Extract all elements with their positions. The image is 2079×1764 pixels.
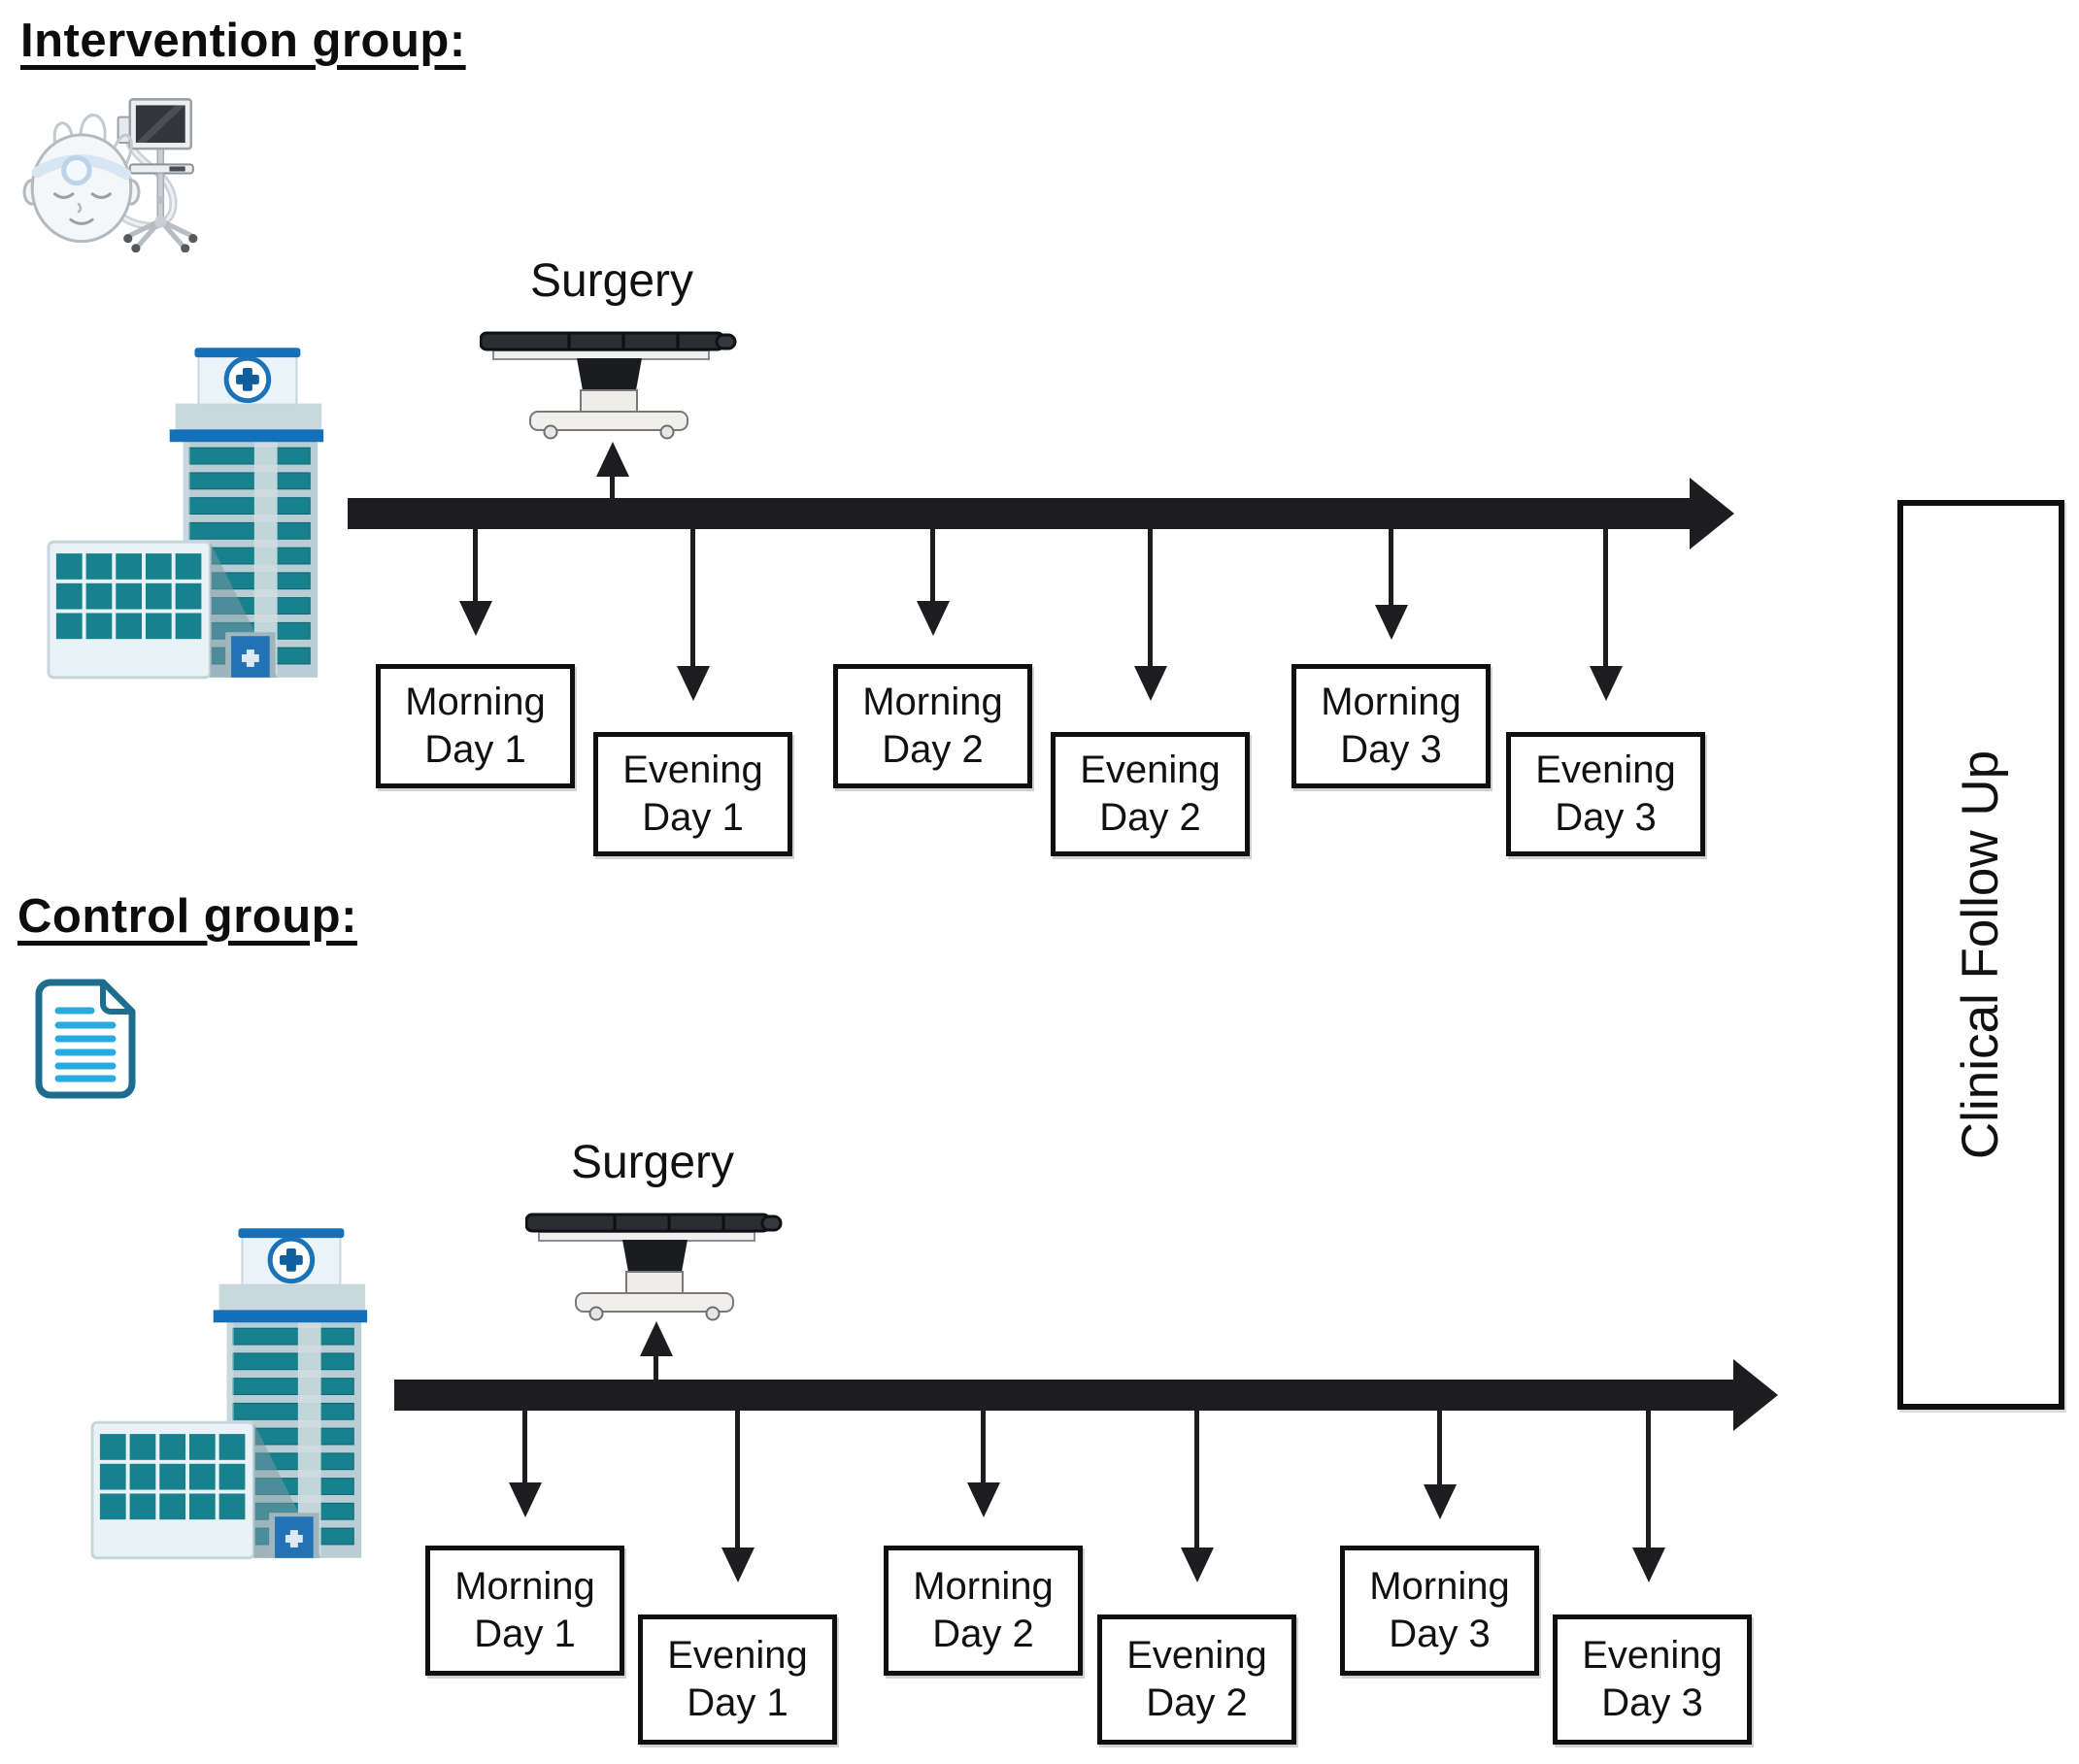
intervention-arrow-morning-day1 (473, 529, 478, 601)
timepoint-box: Morning Day 3 (1340, 1546, 1539, 1676)
hospital-building-icon (47, 348, 335, 680)
timepoint-line1: Morning (913, 1565, 1054, 1609)
timepoint-box: Evening Day 3 (1506, 732, 1705, 856)
timepoint-line2: Day 3 (1340, 728, 1442, 771)
timepoint-line1: Evening (1535, 749, 1676, 792)
intervention-surgery-arrow (610, 477, 615, 498)
timepoint-line1: Evening (1582, 1634, 1723, 1678)
intervention-arrow-evening-day2 (1148, 529, 1153, 666)
clinical-follow-up-box: Clinical Follow Up (1897, 500, 2064, 1410)
timepoint-box: Evening Day 3 (1553, 1614, 1752, 1745)
timepoint-box: Evening Day 2 (1097, 1614, 1296, 1745)
timepoint-line1: Evening (1080, 749, 1221, 792)
timepoint-line2: Day 1 (642, 796, 744, 839)
timepoint-line1: Evening (622, 749, 763, 792)
timepoint-box: Morning Day 3 (1291, 664, 1491, 788)
control-arrow-morning-day3 (1437, 1409, 1442, 1484)
control-arrow-evening-day3 (1646, 1409, 1651, 1548)
intervention-surgery-label: Surgery (529, 255, 694, 307)
timepoint-line2: Day 3 (1555, 796, 1657, 839)
intervention-timeline-arrow (348, 498, 1690, 529)
timepoint-line1: Morning (1321, 681, 1461, 724)
control-group-heading: Control group: (17, 890, 357, 943)
control-arrow-morning-day2 (981, 1409, 986, 1482)
operating-table-icon (525, 1210, 783, 1321)
timepoint-box: Evening Day 2 (1051, 732, 1250, 856)
timepoint-line2: Day 1 (687, 1681, 788, 1724)
timepoint-line1: Morning (1369, 1565, 1510, 1609)
infant-nirs-monitor-icon (21, 89, 204, 252)
clinical-follow-up-label: Clinical Follow Up (1952, 749, 2010, 1160)
timepoint-line2: Day 2 (1146, 1681, 1248, 1724)
timepoint-line2: Day 1 (474, 1613, 576, 1655)
hospital-building-icon (90, 1228, 379, 1560)
timepoint-line2: Day 3 (1389, 1613, 1491, 1655)
timepoint-line2: Day 2 (1099, 796, 1201, 839)
timepoint-box: Morning Day 2 (884, 1546, 1083, 1676)
timepoint-line2: Day 2 (882, 728, 984, 771)
operating-table-icon (480, 328, 737, 440)
timepoint-line2: Day 3 (1601, 1681, 1703, 1724)
timepoint-line1: Evening (667, 1634, 808, 1678)
control-surgery-arrow (654, 1356, 658, 1380)
control-surgery-label: Surgery (570, 1137, 735, 1188)
intervention-arrow-evening-day3 (1603, 529, 1608, 666)
timepoint-line1: Evening (1126, 1634, 1267, 1678)
intervention-arrow-morning-day3 (1389, 529, 1393, 605)
timepoint-line1: Morning (454, 1565, 595, 1609)
intervention-group-heading: Intervention group: (20, 15, 466, 67)
timepoint-box: Evening Day 1 (593, 732, 792, 856)
timepoint-line1: Morning (862, 681, 1003, 724)
timepoint-line2: Day 1 (424, 728, 526, 771)
timepoint-box: Morning Day 2 (833, 664, 1032, 788)
control-arrow-evening-day1 (735, 1409, 740, 1548)
timepoint-box: Evening Day 1 (638, 1614, 837, 1745)
control-arrow-morning-day1 (522, 1409, 527, 1482)
intervention-arrow-morning-day2 (930, 529, 935, 601)
timepoint-line1: Morning (405, 681, 546, 724)
timepoint-box: Morning Day 1 (425, 1546, 624, 1676)
intervention-arrow-evening-day1 (690, 529, 695, 666)
timepoint-line2: Day 2 (932, 1613, 1034, 1655)
timepoint-box: Morning Day 1 (376, 664, 575, 788)
control-arrow-evening-day2 (1194, 1409, 1199, 1548)
clinical-form-document-icon (35, 979, 136, 1099)
control-timeline-arrow (394, 1380, 1733, 1411)
